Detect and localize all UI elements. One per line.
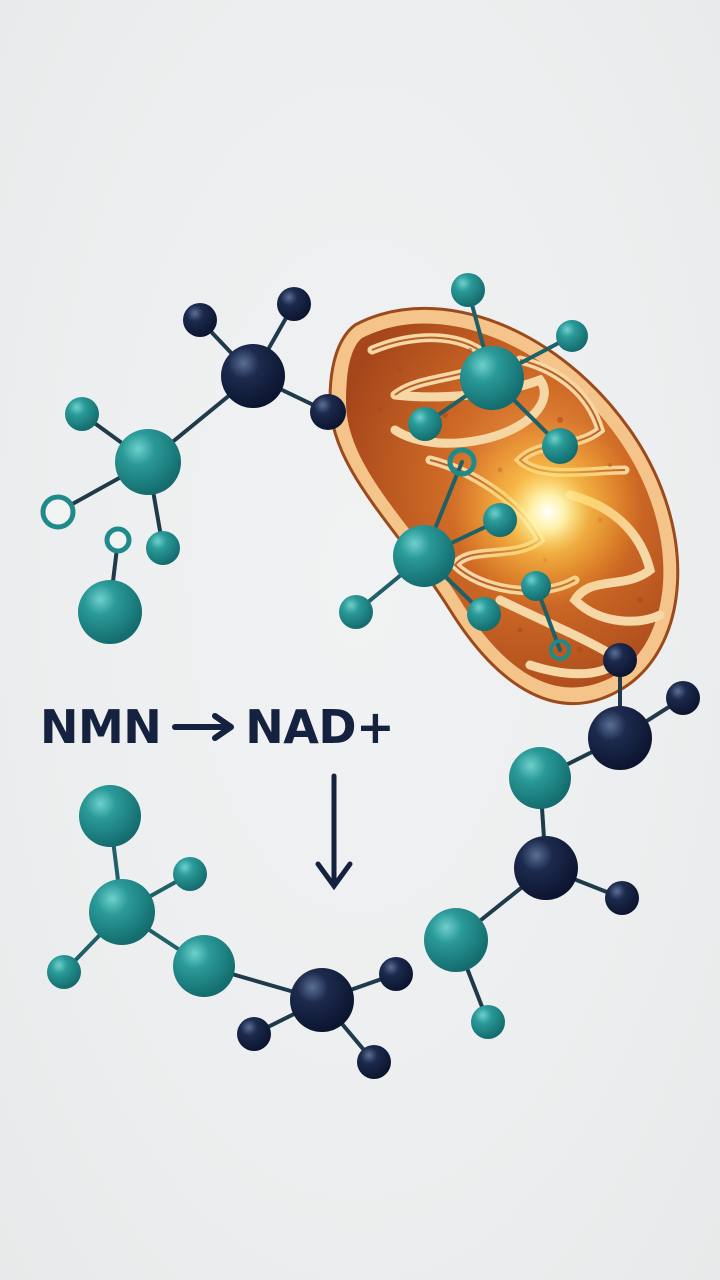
product-label: NAD+	[245, 700, 395, 754]
arrow-right-icon	[171, 712, 237, 742]
reaction-label: NMN NAD+	[40, 692, 395, 762]
reactant-label: NMN	[40, 700, 162, 754]
arrow-down-icon	[315, 773, 353, 891]
molecule-icon	[47, 785, 413, 1079]
molecule-icon	[40, 287, 346, 644]
molecule-icon	[424, 643, 700, 1039]
molecule-icon	[339, 273, 588, 661]
